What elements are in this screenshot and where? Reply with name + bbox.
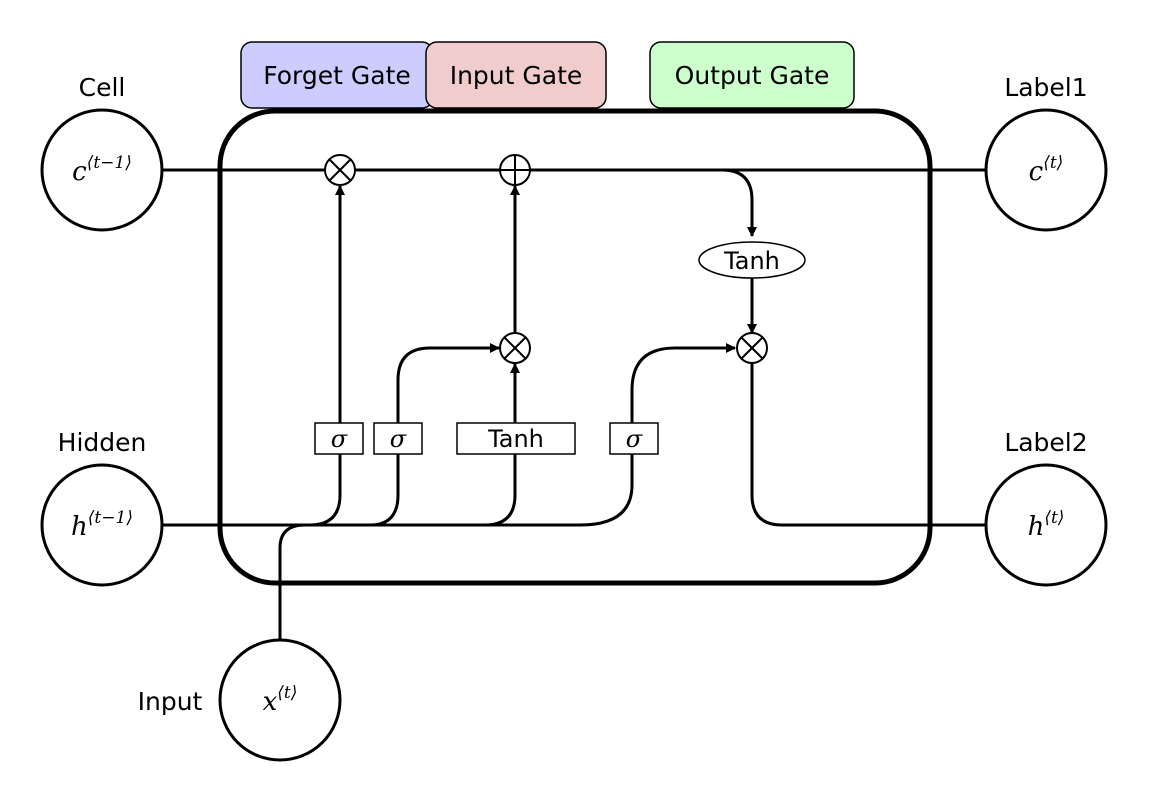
tanh-cell-block: Tanh (698, 241, 806, 279)
forget-gate-label: Forget Gate (263, 61, 411, 90)
h-next-sup: ⟨t⟩ (1044, 508, 1064, 528)
c-prev-sup: ⟨t−1⟩ (87, 153, 132, 173)
output-sigma-to-mult-line (630, 343, 736, 423)
sigma-output-block: σ (609, 422, 659, 455)
svg-text:x⟨t⟩: x⟨t⟩ (263, 683, 298, 717)
svg-text:h⟨t⟩: h⟨t⟩ (1028, 508, 1065, 542)
sigma-input-label: σ (390, 425, 407, 453)
svg-text:c⟨t−1⟩: c⟨t−1⟩ (72, 153, 132, 187)
connections (162, 168, 987, 640)
hidden-label: Hidden (58, 428, 147, 457)
cell-label: Cell (79, 73, 126, 102)
input-gate-label: Input Gate (450, 61, 583, 90)
input-label: Input (138, 687, 203, 716)
x-t-sup: ⟨t⟩ (277, 683, 297, 703)
cell-plus-operator (499, 154, 531, 186)
node-h-next: h⟨t⟩ (984, 463, 1108, 587)
label1-label: Label1 (1004, 73, 1087, 102)
tanh-cell-label: Tanh (723, 247, 780, 275)
lstm-cell-box (217, 108, 933, 586)
c-next-sup: ⟨t⟩ (1043, 153, 1063, 173)
c-prev-base: c (72, 157, 87, 187)
tanh-input-line (484, 454, 517, 527)
forget-gate-line (309, 454, 342, 527)
output-gate-tab: Output Gate (649, 41, 855, 109)
cell-to-tanh-line (515, 168, 757, 237)
forget-multiply-operator (324, 154, 356, 186)
label2-label: Label2 (1004, 428, 1087, 457)
input-multiply-operator (499, 332, 531, 364)
node-x-t: x⟨t⟩ (218, 638, 342, 762)
svg-text:h⟨t−1⟩: h⟨t−1⟩ (71, 508, 133, 542)
input-gate-tab: Input Gate (425, 41, 607, 109)
output-sigma-line (579, 454, 634, 527)
sigma-forget-block: σ (314, 422, 364, 455)
sigma-forget-label: σ (331, 425, 348, 453)
output-gate-label: Output Gate (675, 61, 830, 90)
x-t-base: x (263, 687, 278, 717)
h-next-base: h (1028, 512, 1045, 542)
input-sigma-to-mult-line (396, 343, 500, 423)
svg-text:c⟨t⟩: c⟨t⟩ (1029, 153, 1064, 187)
tanh-input-block: Tanh (456, 422, 576, 455)
tanh-input-label: Tanh (487, 425, 544, 453)
x-input-line (278, 523, 306, 640)
node-c-next: c⟨t⟩ (984, 108, 1108, 232)
h-prev-sup: ⟨t−1⟩ (88, 508, 133, 528)
node-h-prev: h⟨t−1⟩ (40, 463, 164, 587)
forget-gate-tab: Forget Gate (240, 41, 434, 109)
sigma-input-block: σ (373, 422, 423, 455)
output-to-hidden-line (750, 362, 987, 527)
sigma-output-label: σ (626, 425, 643, 453)
c-next-base: c (1029, 157, 1044, 187)
node-c-prev: c⟨t−1⟩ (40, 108, 164, 232)
output-multiply-operator (736, 332, 768, 364)
input-sigma-line (369, 454, 400, 527)
h-prev-base: h (71, 512, 88, 542)
